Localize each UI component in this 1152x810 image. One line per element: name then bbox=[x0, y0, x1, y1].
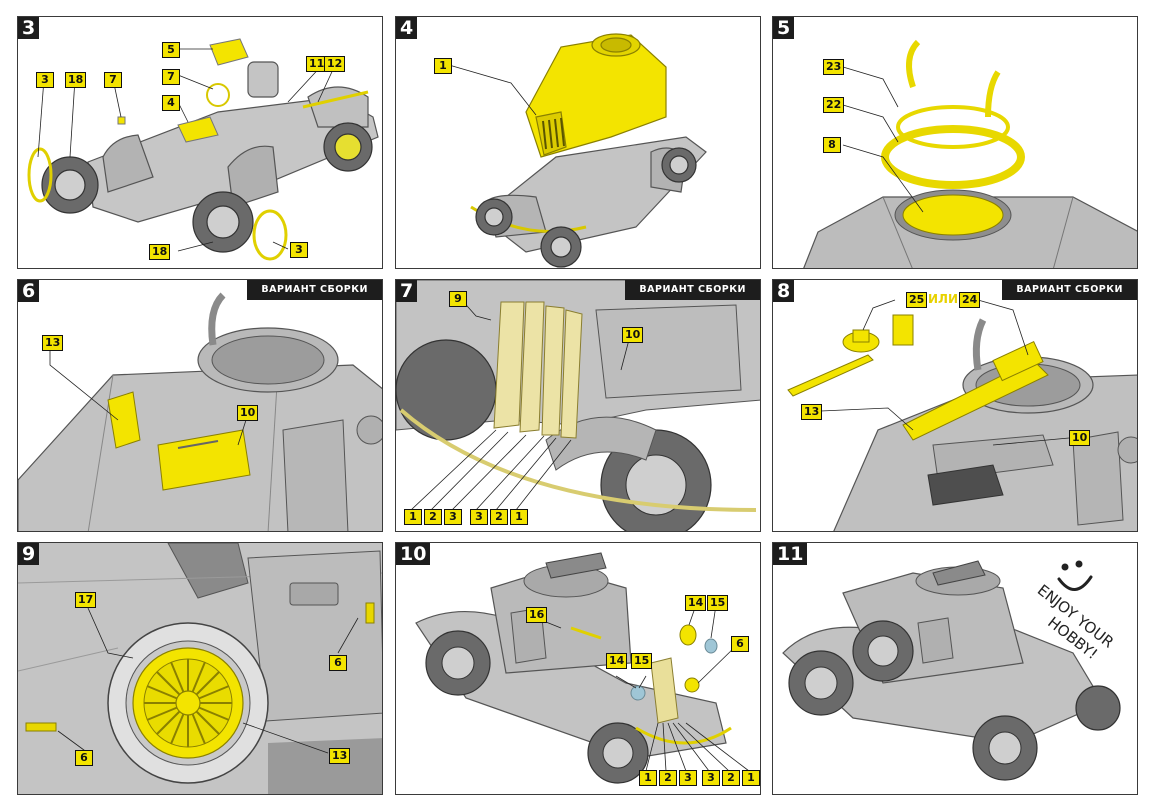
part-tag: 10 bbox=[237, 405, 259, 421]
part-tag: 1 bbox=[404, 509, 422, 525]
part-tag: 13 bbox=[42, 335, 64, 351]
hull-assembly-illustration bbox=[448, 33, 707, 268]
part-tag: 10 bbox=[622, 327, 644, 343]
step-number: 9 bbox=[18, 543, 40, 565]
part-tag: 6 bbox=[731, 636, 749, 652]
step-number: 8 bbox=[773, 280, 795, 302]
spare-wheel-illustration bbox=[18, 543, 382, 794]
part-tag: 25 bbox=[906, 292, 928, 308]
step-number: 5 bbox=[773, 17, 795, 39]
turret-ring-illustration bbox=[803, 39, 1137, 268]
part-tag: 18 bbox=[149, 244, 171, 260]
part-tag: 17 bbox=[75, 592, 97, 608]
part-tag: 5 bbox=[162, 42, 180, 58]
part-tag: 3 bbox=[679, 770, 697, 786]
part-tag: 24 bbox=[959, 292, 981, 308]
part-tag: 15 bbox=[631, 653, 653, 669]
part-tag: 1 bbox=[639, 770, 657, 786]
part-tag: 1 bbox=[742, 770, 760, 786]
part-tag: 3 bbox=[470, 509, 488, 525]
or-separator: ИЛИ bbox=[928, 292, 959, 306]
assembly-variant-label: ВАРИАНТ СБОРКИ bbox=[625, 280, 760, 300]
part-tag: 22 bbox=[823, 97, 845, 113]
step-10-panel: 10 14 15 16 6 14 15 1 2 3 3 2 1 bbox=[395, 542, 761, 795]
assembly-variant-label: ВАРИАНТ СБОРКИ bbox=[247, 280, 382, 300]
part-tag: 6 bbox=[75, 750, 93, 766]
part-tag: 3 bbox=[444, 509, 462, 525]
part-tag: 6 bbox=[329, 655, 347, 671]
final-details-illustration bbox=[415, 552, 750, 784]
part-tag: 1 bbox=[434, 58, 452, 74]
part-tag: 14 bbox=[606, 653, 628, 669]
step-number: 6 bbox=[18, 280, 40, 302]
part-tag: 3 bbox=[702, 770, 720, 786]
part-tag: 9 bbox=[449, 291, 467, 307]
step-number: 4 bbox=[396, 17, 418, 39]
part-tag: 2 bbox=[659, 770, 677, 786]
step-7-panel: 7 ВАРИАНТ СБОРКИ 9 10 1 2 3 3 2 1 bbox=[395, 279, 761, 532]
hatch-variant-illustration bbox=[18, 292, 382, 531]
part-tag: 2 bbox=[424, 509, 442, 525]
machine-gun-variant-illustration bbox=[787, 299, 1137, 531]
step-number: 7 bbox=[396, 280, 418, 302]
part-tag: 7 bbox=[162, 69, 180, 85]
part-tag: 4 bbox=[162, 95, 180, 111]
part-tag: 3 bbox=[36, 72, 54, 88]
finished-model-illustration bbox=[782, 560, 1121, 781]
part-tag: 14 bbox=[685, 595, 707, 611]
step-8-panel: 8 ВАРИАНТ СБОРКИ 25 ИЛИ 24 13 10 bbox=[772, 279, 1138, 532]
step-6-panel: 6 ВАРИАНТ СБОРКИ 13 10 bbox=[17, 279, 383, 532]
smiley-icon bbox=[1057, 560, 1093, 591]
part-tag: 16 bbox=[526, 607, 548, 623]
part-tag: 7 bbox=[104, 72, 122, 88]
part-tag: 23 bbox=[823, 59, 845, 75]
step-5-panel: 5 23 22 8 bbox=[772, 16, 1138, 269]
part-tag: 13 bbox=[329, 748, 351, 764]
part-tag: 3 bbox=[290, 242, 308, 258]
part-tag: 13 bbox=[801, 404, 823, 420]
part-tag: 2 bbox=[490, 509, 508, 525]
part-tag: 2 bbox=[722, 770, 740, 786]
step-number: 3 bbox=[18, 17, 40, 39]
part-tag: 12 bbox=[324, 56, 346, 72]
step-3-panel: 3 5 bbox=[17, 16, 383, 269]
part-tag: 8 bbox=[823, 137, 841, 153]
step-9-panel: 9 17 6 6 13 bbox=[17, 542, 383, 795]
radiator-grille-illustration bbox=[396, 280, 760, 531]
step-number: 10 bbox=[396, 543, 431, 565]
step-number: 11 bbox=[773, 543, 808, 565]
assembly-variant-label: ВАРИАНТ СБОРКИ bbox=[1002, 280, 1137, 300]
part-tag: 15 bbox=[707, 595, 729, 611]
part-tag: 18 bbox=[65, 72, 87, 88]
step-11-panel: 11 ENJOY YOUR HOBBY! bbox=[772, 542, 1138, 795]
step-4-panel: 4 1 bbox=[395, 16, 761, 269]
part-tag: 10 bbox=[1069, 430, 1091, 446]
chassis-assembly-illustration bbox=[27, 38, 379, 261]
part-tag: 1 bbox=[510, 509, 528, 525]
